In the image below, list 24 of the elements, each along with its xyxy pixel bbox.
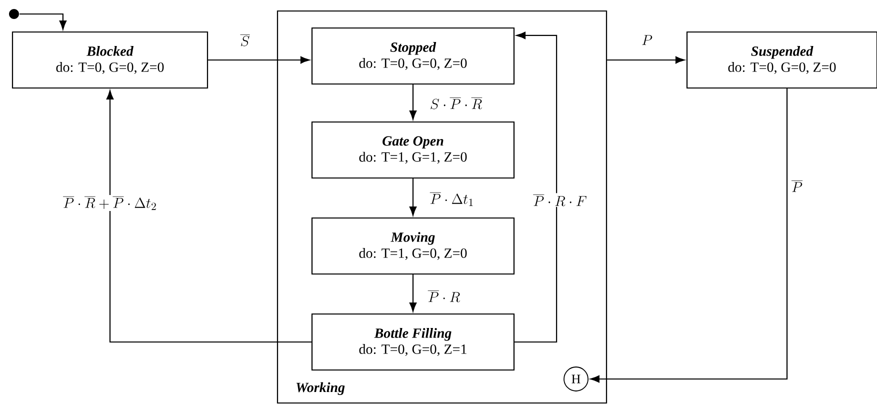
- arrow: [514, 32, 558, 343]
- edge-label: $\overline{P}\cdot\overline{R}+\overline{P}\cdot\Delta t_2$: [62, 195, 158, 211]
- arrow: [607, 56, 685, 64]
- arrow: [20, 13, 67, 30]
- edge-label: $S\cdot\overline{P}\cdot\overline{R}$: [428, 96, 484, 110]
- state-box: Gate Open do: T=1, G=1, Z=0: [311, 121, 515, 179]
- state-box: Stopped do: T=0, G=0, Z=0: [311, 27, 515, 85]
- initial-dot: [9, 9, 19, 19]
- state-box: Blocked do: T=0, G=0, Z=0: [12, 31, 208, 89]
- edge-label: $\overline{P}\cdot\Delta t_1$: [428, 191, 476, 207]
- state-box: Moving do: T=1, G=0, Z=0: [311, 217, 515, 275]
- arrow: [409, 274, 417, 312]
- arrow: [208, 56, 310, 64]
- edge-label: $P$: [640, 34, 654, 46]
- edge-label: $\overline{P}$: [790, 179, 804, 193]
- edge-label: $\overline{P}\cdot R\cdot F$: [532, 193, 588, 207]
- arrow: [590, 88, 788, 383]
- arrow: [409, 178, 417, 216]
- edge-label: $\overline{S}$: [239, 33, 251, 47]
- state-box: Bottle Filling do: T=0, G=0, Z=1: [311, 313, 515, 371]
- edge-label: $\overline{P}\cdot R$: [426, 289, 462, 303]
- arrow: [409, 84, 417, 120]
- arrow: [106, 90, 312, 343]
- state-box: Suspended do: T=0, G=0, Z=0: [686, 31, 877, 89]
